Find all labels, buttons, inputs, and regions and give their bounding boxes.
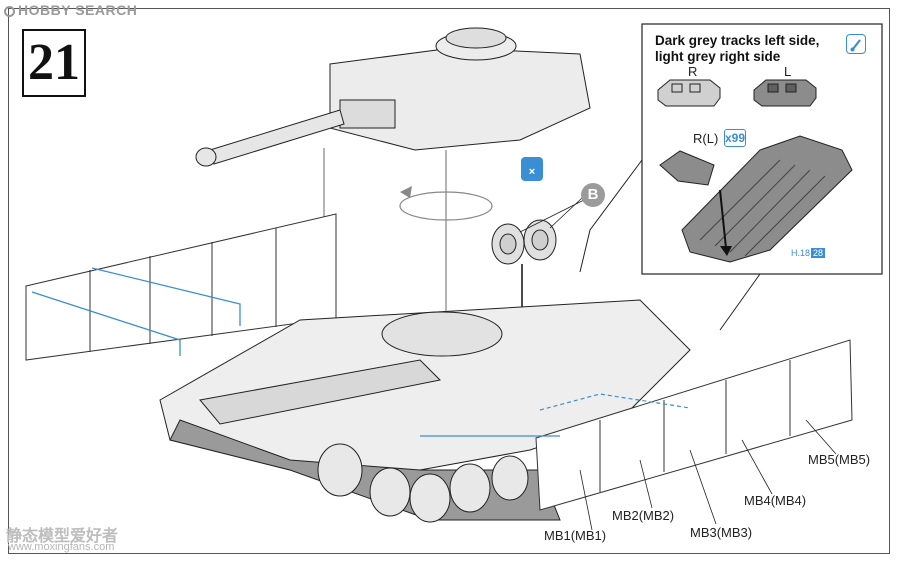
label-left: L [784,64,792,79]
track-color-note: Dark grey tracks left side, light grey r… [655,33,819,65]
watermark-cn: 静态模型爱好者 [6,528,119,545]
right-skirt-set [535,339,853,511]
track-link-right [657,79,721,107]
skirt-label-mb4: MB4(MB4) [744,493,807,508]
note-line-2: light grey right side [655,49,781,64]
label-right: R [688,64,698,79]
skirt-label-mb5: MB5(MB5) [808,452,871,467]
gun-barrel [195,109,345,167]
turret [329,27,591,151]
step-number: 21 [22,29,86,97]
track-fit-arrowhead [720,246,732,256]
glue-icon: × [521,157,543,181]
hull-road-wheels [317,443,529,523]
hull [159,299,691,471]
callout-b-circle: B [581,183,605,207]
track-fit-arrow [719,189,727,249]
part-prefix: H.18 [791,248,811,258]
paint-brush-icon [846,34,866,54]
skirt-label-mb3: MB3(MB3) [690,525,753,540]
detail-leader-left [579,159,643,273]
skirt-label-mb1: MB1(MB1) [544,528,607,543]
part-num: 28 [811,248,826,258]
left-skirt-guides [31,267,241,356]
track-link-left [753,79,817,107]
label-rl: R(L) [693,131,719,146]
watermark-hobby-search: HOBBY SEARCH [4,2,137,18]
track-link-single [659,150,715,186]
quantity-badge: x99 [724,129,746,147]
hobby-search-logo-icon [4,6,15,17]
detail-leader-right [719,273,761,331]
paint-brush-glyph [850,39,861,52]
road-wheel-pair [491,219,557,265]
page-frame [8,8,890,554]
watermark-site-name: HOBBY SEARCH [18,2,138,18]
right-skirt-guides [420,393,691,437]
skirt-label-mb2: MB2(MB2) [612,508,675,523]
watermark-url: www.moxingfans.com [8,541,115,553]
rotate-arrow-icon [399,191,493,221]
skirt-leaders [579,419,837,531]
note-line-1: Dark grey tracks left side, [655,33,820,48]
